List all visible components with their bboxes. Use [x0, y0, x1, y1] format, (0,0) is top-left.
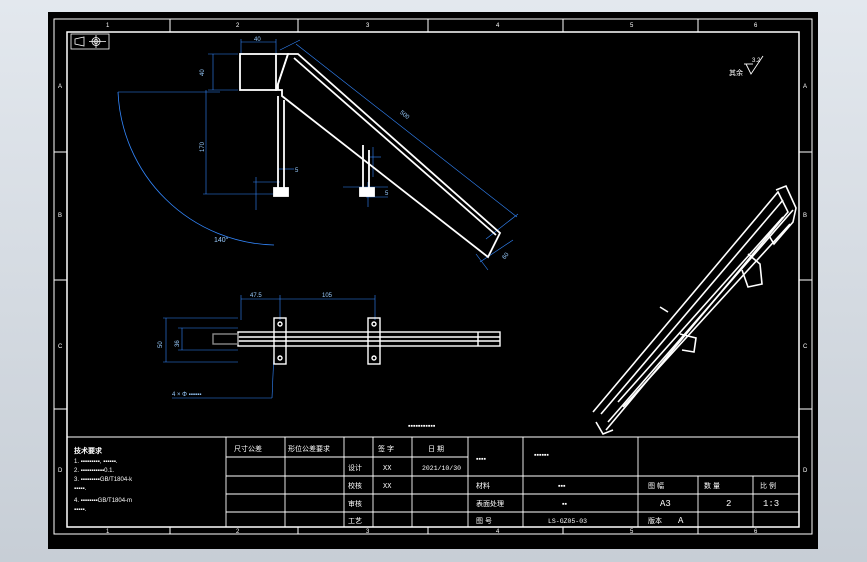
- zone-bottom-1: 1: [106, 529, 110, 535]
- tb-part-name: ▪▪▪▪▪▪: [534, 452, 549, 459]
- tb-check-label: 校核: [348, 481, 362, 490]
- tb-material-value: ▪▪▪: [558, 483, 566, 490]
- projection-symbol: [70, 33, 110, 50]
- zone-left-d: D: [58, 468, 63, 474]
- inclined-channel: [274, 53, 502, 259]
- tb-version: A: [678, 516, 684, 526]
- left-foot-plate: [273, 317, 287, 365]
- note-line-1: 1. ▪▪▪▪▪▪▪▪▪, ▪▪▪▪▪▪.: [74, 459, 118, 465]
- zone-top-4: 4: [496, 23, 500, 29]
- tb-surface-value: ▪▪: [562, 501, 567, 508]
- view-title: ▪▪▪▪▪▪▪▪▪▪▪: [408, 423, 436, 430]
- zone-bottom-4: 4: [496, 529, 500, 535]
- outer-frame: [53, 18, 813, 535]
- tb-drawing-no-label: 图 号: [476, 517, 492, 525]
- tb-company-label: ▪▪▪▪: [476, 456, 486, 463]
- dim-channel-width: 60: [502, 251, 511, 260]
- note-line-4: ▪▪▪▪▪.: [74, 486, 87, 492]
- top-view-channel: [237, 331, 501, 347]
- zone-bottom-2: 2: [236, 529, 240, 535]
- notes-heading: 技术要求: [74, 446, 103, 455]
- top-square-tube: [239, 53, 277, 91]
- zone-top-1: 1: [106, 23, 110, 29]
- tb-size-label: 图 幅: [648, 481, 664, 490]
- zone-left-b: B: [58, 213, 62, 219]
- tb-scale-label: 比 例: [760, 481, 776, 490]
- tb-approve-label: 审核: [348, 499, 362, 508]
- top-view: 47.5 105 50 36 4 × Φ ▪▪▪▪▪▪: [158, 293, 501, 399]
- cad-drawing: 1 2 3 4 5 6 1 2 3 4 5 6 A B C D A B C D …: [53, 18, 813, 535]
- angle-arc: [117, 91, 275, 246]
- tb-header-sign: 签 字: [378, 444, 394, 453]
- tb-qty-label: 数 量: [704, 481, 720, 490]
- note-line-6: ▪▪▪▪▪.: [74, 507, 87, 513]
- hole-note: 4 × Φ ▪▪▪▪▪▪: [172, 392, 201, 398]
- dim-offset: 47.5: [250, 293, 262, 299]
- roughness-icon: [745, 55, 764, 75]
- dim-inner-width: 36: [175, 340, 181, 347]
- zone-bottom-5: 5: [630, 529, 634, 535]
- roughness-value: 3.2: [752, 58, 761, 64]
- zone-top-6: 6: [754, 23, 758, 29]
- tb-craft-label: 工艺: [348, 517, 362, 525]
- tb-header-form-tolerance: 形位公差要求: [288, 444, 330, 453]
- dim-leg-height: 170: [200, 141, 206, 152]
- note-line-2: 2. ▪▪▪▪▪▪▪▪▪▪▪0.1.: [74, 468, 114, 474]
- note-line-3: 3. ▪▪▪▪▪▪▪▪▪GB/T1804-k: [74, 477, 133, 483]
- zone-right-b: B: [803, 213, 807, 219]
- zone-bottom-3: 3: [366, 529, 370, 535]
- tb-qty: 2: [726, 499, 731, 509]
- dim-top-width: 40: [254, 37, 261, 43]
- dim-overall-width: 50: [158, 341, 164, 348]
- zone-top-5: 5: [630, 23, 634, 29]
- tb-scale: 1:3: [763, 499, 779, 509]
- isometric-view: [592, 184, 797, 435]
- zone-top-2: 2: [236, 23, 240, 29]
- tb-design-sign: XX: [383, 465, 392, 473]
- zone-right-c: C: [803, 344, 808, 350]
- zone-right-a: A: [803, 84, 807, 90]
- tb-check-sign: XX: [383, 483, 392, 491]
- zone-left-c: C: [58, 344, 63, 350]
- tb-surface-label: 表面处理: [476, 499, 504, 508]
- dim-hole-spacing: 105: [322, 293, 333, 299]
- tb-material-label: 材料: [476, 481, 490, 490]
- dim-angle: 140°: [214, 236, 229, 244]
- zone-ticks: [54, 19, 812, 534]
- title-block: [67, 436, 799, 528]
- note-line-5: 4. ▪▪▪▪▪▪▪▪GB/T1804-m: [74, 498, 132, 504]
- dim-foot: 5: [385, 191, 389, 197]
- tb-version-label: 版本: [648, 516, 662, 525]
- dim-length: 500: [398, 110, 410, 121]
- tb-drawing-no: LS-GZ05-03: [548, 518, 587, 525]
- zone-right-d: D: [803, 468, 808, 474]
- tb-header-date: 日 期: [428, 445, 444, 453]
- drawing-sheet: 1 2 3 4 5 6 1 2 3 4 5 6 A B C D A B C D …: [48, 12, 818, 549]
- zone-bottom-6: 6: [754, 529, 758, 535]
- tb-header-tolerance: 尺寸公差: [234, 444, 262, 453]
- front-view: 140° 40 40 170 5 500 60 5: [117, 37, 519, 271]
- tb-design-label: 设计: [348, 463, 362, 472]
- right-foot-plate: [367, 317, 381, 365]
- zone-top-3: 3: [366, 23, 370, 29]
- dim-top-height: 40: [200, 69, 206, 76]
- dim-gap: 5: [295, 168, 299, 174]
- tb-design-date: 2021/10/30: [422, 465, 461, 472]
- zone-left-a: A: [58, 84, 62, 90]
- roughness-prefix: 其余: [729, 68, 743, 77]
- tb-size: A3: [660, 499, 671, 509]
